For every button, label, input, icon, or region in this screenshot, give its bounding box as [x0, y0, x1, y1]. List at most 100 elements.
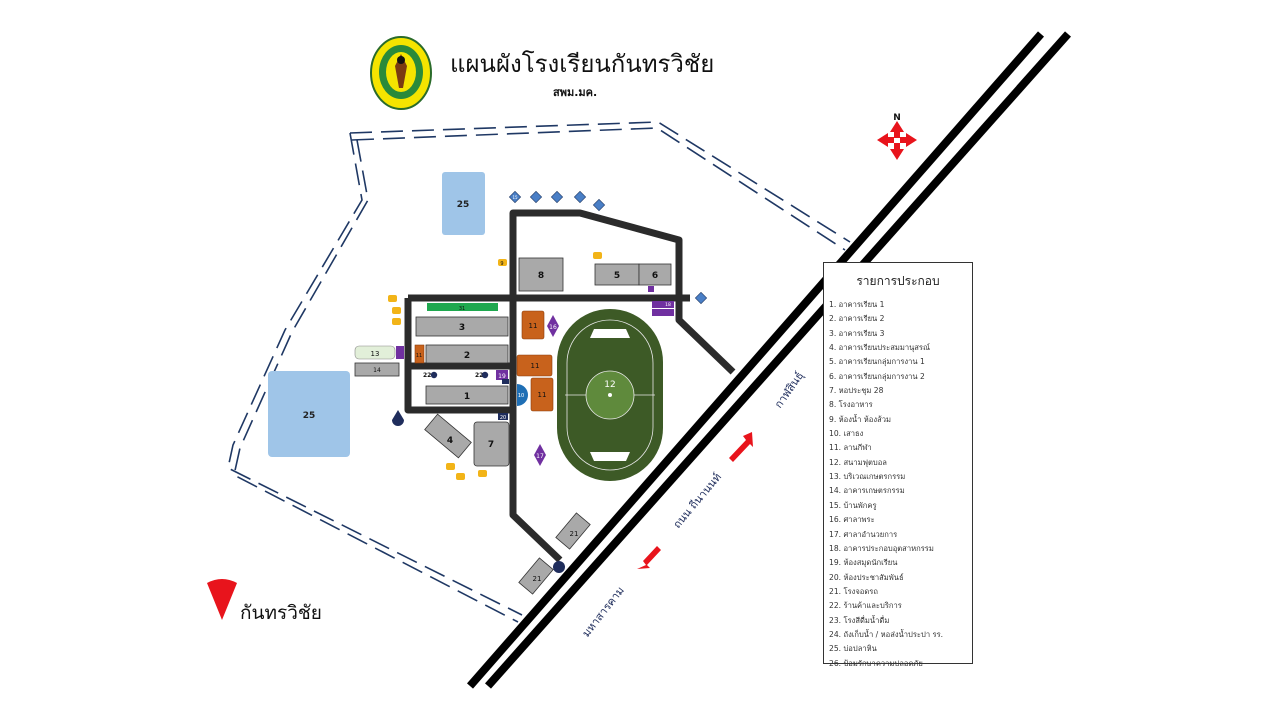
building-14[interactable] [354, 362, 400, 377]
legend-item: 10. เสาธง [829, 429, 864, 439]
campus-boundary [227, 121, 851, 623]
shop-22-a-label: 22 [423, 372, 431, 379]
legend-item: 16. ศาลาพระ [829, 515, 875, 525]
pr-room-20[interactable] [498, 413, 508, 420]
highway [466, 31, 1071, 689]
court-11-c[interactable] [530, 377, 554, 412]
legend-item: 5. อาคารเรียนกลุ่มการงาน 1 [829, 357, 925, 367]
building-3-label: 3 [459, 323, 465, 333]
marker-purple-left [396, 346, 404, 359]
parking-21-a-label: 21 [570, 530, 579, 538]
legend-item: 21. โรงจอดรถ [829, 586, 878, 596]
legend-item: 15. บ้านพักครู [829, 500, 877, 510]
teacher-house-2[interactable] [529, 190, 543, 204]
location-marker-icon [207, 579, 237, 620]
green-bar [427, 303, 498, 311]
library-19-label: 19 [498, 373, 506, 380]
agri-area-13 [354, 345, 396, 360]
library-19[interactable] [496, 370, 508, 380]
court-11-c-label: 11 [538, 391, 547, 399]
toilet-3[interactable] [388, 295, 397, 302]
arrow-to-kalasin-icon [729, 432, 753, 462]
direction-label: กันทรวิชัย [240, 602, 322, 624]
road-label-kalasin: กาฬสินธุ์ [772, 369, 806, 410]
building-1[interactable] [425, 385, 509, 405]
building-14-label: 14 [373, 367, 381, 374]
court-11-a-label: 11 [529, 322, 538, 330]
green-bar-label: 31 [459, 306, 465, 312]
guard-post-26[interactable] [553, 561, 565, 573]
road-label-mahasarakham: มหาสารคาม [580, 584, 627, 639]
pond-25-left [268, 371, 350, 457]
legend-item: 14. อาคารเกษตรกรรม [829, 486, 905, 496]
teacher-house-5[interactable] [592, 198, 606, 212]
parking-21-a[interactable] [555, 512, 591, 550]
legend-panel: รายการประกอบ 1. อาคารเรียน 1 2. อาคารเรี… [823, 262, 973, 668]
parking-21-b[interactable] [518, 557, 554, 595]
flagpole-10[interactable] [517, 384, 528, 406]
pond-25-top-label: 25 [457, 200, 470, 210]
court-11-d[interactable] [414, 344, 425, 364]
building-4[interactable] [424, 413, 472, 459]
legend-title: รายการประกอบ [856, 274, 940, 288]
court-11-a[interactable] [521, 310, 545, 340]
shop-22-b-label: 22 [475, 372, 483, 379]
pr-room-20-label: 20 [500, 415, 506, 421]
legend-item: 2. อาคารเรียน 2 [829, 314, 885, 324]
building-7[interactable] [473, 421, 510, 467]
industry-18-b[interactable] [662, 301, 674, 308]
teacher-house-4[interactable] [573, 190, 587, 204]
parking-21-b-label: 21 [533, 575, 542, 583]
building-8[interactable] [518, 257, 564, 292]
toilet-4[interactable] [392, 307, 401, 314]
industry-18-a[interactable] [652, 301, 662, 308]
toilet-5[interactable] [392, 318, 401, 325]
toilet-1[interactable] [498, 259, 507, 266]
compass-arrows-icon [877, 121, 917, 160]
marker-purple-small [648, 286, 654, 292]
water-tower-24[interactable] [392, 410, 404, 426]
industry-18-c[interactable] [652, 309, 674, 316]
toilet-6[interactable] [446, 463, 455, 470]
court-11-d-label: 11 [416, 353, 422, 359]
pavilion-17-label: 17 [536, 453, 544, 460]
building-8-label: 8 [538, 271, 544, 281]
court-11-b[interactable] [516, 354, 553, 377]
building-6-label: 6 [652, 271, 658, 281]
shrine-16-label: 16 [549, 324, 557, 331]
teacher-house-6[interactable] [694, 291, 708, 305]
legend-list: 1. อาคารเรียน 1 2. อาคารเรียน 2 3. อาคาร… [824, 298, 972, 671]
shop-22-a[interactable] [430, 371, 438, 379]
school-emblem-icon [370, 36, 432, 110]
building-2[interactable] [425, 344, 509, 364]
building-1-label: 1 [464, 392, 470, 402]
toilet-2[interactable] [593, 252, 602, 259]
compass-north-label: N [893, 113, 901, 123]
teacher-house-3[interactable] [550, 190, 564, 204]
football-field-12[interactable] [557, 309, 663, 481]
marker-navy-small [502, 379, 509, 384]
toilet-7[interactable] [456, 473, 465, 480]
road-label-center: ถนน ถีนานนท์ [671, 471, 725, 531]
shop-22-b[interactable] [481, 371, 489, 379]
building-6[interactable] [638, 263, 672, 286]
toilet-8[interactable] [478, 470, 487, 477]
flagpole-10-label: 10 [518, 393, 524, 399]
pond-25-left-label: 25 [303, 411, 316, 421]
pond-25-top [442, 172, 485, 235]
legend-item: 11. ลานกีฬา [829, 443, 872, 453]
industry-18-label: 18 [665, 302, 671, 308]
toilet-label: 9 [500, 261, 503, 267]
legend-item: 19. ห้องสมุดนักเรียน [829, 558, 898, 568]
teacher-house-1[interactable] [508, 190, 522, 204]
legend-item: 7. หอประชุม 28 [829, 386, 884, 396]
page-subtitle: สพม.มค. [553, 86, 598, 99]
internal-roads [404, 209, 736, 563]
legend-item: 18. อาคารประกอบอุตสาหกรรม [829, 543, 934, 553]
legend-item: 6. อาคารเรียนกลุ่มการงาน 2 [829, 371, 925, 381]
pavilion-17[interactable] [534, 444, 546, 466]
legend-item: 1. อาคารเรียน 1 [829, 300, 885, 309]
building-3[interactable] [415, 316, 509, 337]
shrine-16[interactable] [547, 315, 559, 337]
